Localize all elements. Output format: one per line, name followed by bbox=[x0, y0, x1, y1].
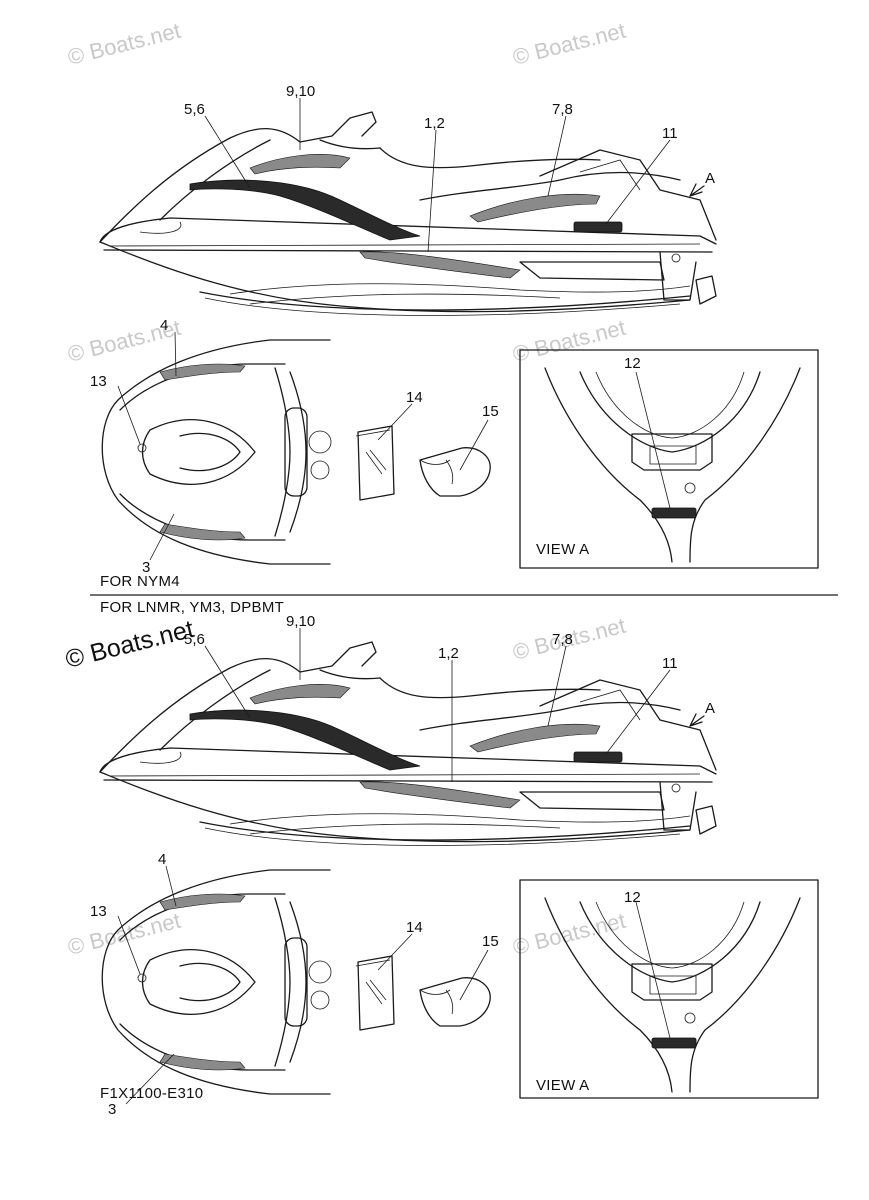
section-caption-bottom: FOR LNMR, YM3, DPBMT bbox=[100, 599, 284, 616]
watermark: © Boats.net bbox=[65, 908, 183, 960]
label-15: 15 bbox=[482, 403, 499, 420]
label-5-6: 5,6 bbox=[184, 631, 205, 648]
section-bottom: 9,10 5,6 1,2 7,8 11 A 4 13 3 14 15 12 VI… bbox=[90, 613, 819, 1118]
parts-14-15 bbox=[355, 425, 491, 501]
watermark: © Boats.net bbox=[510, 315, 628, 367]
label-11: 11 bbox=[662, 655, 678, 672]
label-7-8: 7,8 bbox=[552, 631, 573, 648]
label-11: 11 bbox=[662, 125, 678, 142]
label-a: A bbox=[705, 170, 715, 187]
label-9-10: 9,10 bbox=[286, 613, 315, 630]
arrow-a-icon bbox=[689, 713, 705, 727]
label-4: 4 bbox=[158, 851, 166, 868]
label-5-6: 5,6 bbox=[184, 101, 205, 118]
label-13: 13 bbox=[90, 903, 107, 920]
watermark: © Boats.net bbox=[65, 18, 183, 70]
label-7-8: 7,8 bbox=[552, 101, 573, 118]
side-view-watercraft bbox=[99, 111, 717, 317]
bow-top-view bbox=[101, 869, 332, 1095]
label-14: 14 bbox=[406, 389, 423, 406]
section-caption-top: FOR NYM4 bbox=[100, 573, 180, 590]
label-13: 13 bbox=[90, 373, 107, 390]
label-1-2: 1,2 bbox=[438, 645, 459, 662]
label-3: 3 bbox=[142, 559, 150, 576]
label-view-12: 12 bbox=[624, 889, 641, 906]
diagram-code: F1X1100-E310 bbox=[100, 1085, 203, 1102]
watermark: © Boats.net bbox=[510, 18, 628, 70]
view-a-detail bbox=[519, 879, 819, 1099]
label-view-12: 12 bbox=[624, 355, 641, 372]
callout-labels: 9,10 5,6 1,2 7,8 11 A 4 13 3 14 15 12 VI… bbox=[90, 83, 715, 576]
callout-labels: 9,10 5,6 1,2 7,8 11 A 4 13 3 14 15 12 VI… bbox=[90, 613, 715, 1118]
leader-lines bbox=[117, 628, 671, 1105]
view-a-detail bbox=[519, 349, 819, 569]
view-a-label: VIEW A bbox=[536, 541, 589, 558]
label-14: 14 bbox=[406, 919, 423, 936]
bow-top-view bbox=[101, 339, 332, 565]
label-9-10: 9,10 bbox=[286, 83, 315, 100]
label-4: 4 bbox=[160, 317, 168, 334]
label-1-2: 1,2 bbox=[424, 115, 445, 132]
label-3: 3 bbox=[108, 1101, 116, 1118]
watermark-large: © Boats.net bbox=[63, 615, 197, 674]
label-a: A bbox=[705, 700, 715, 717]
parts-14-15 bbox=[355, 955, 491, 1031]
label-15: 15 bbox=[482, 933, 499, 950]
arrow-a-icon bbox=[689, 183, 705, 197]
side-view-watercraft bbox=[99, 641, 717, 847]
view-a-label: VIEW A bbox=[536, 1077, 589, 1094]
section-top: 9,10 5,6 1,2 7,8 11 A 4 13 3 14 15 12 VI… bbox=[90, 83, 819, 590]
leader-lines bbox=[117, 98, 671, 561]
watermark: © Boats.net bbox=[510, 908, 628, 960]
